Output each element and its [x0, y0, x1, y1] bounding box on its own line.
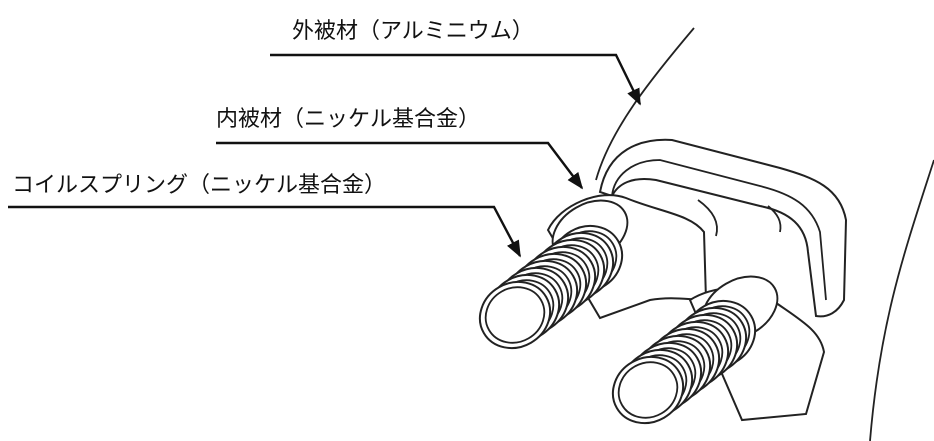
- label-inner-sheath: 内被材（ニッケル基合金）: [216, 107, 480, 132]
- coil-turn: [611, 355, 685, 425]
- leader-inner-sheath: [216, 141, 584, 190]
- label-outer-sheath: 外被材（アルミニウム）: [292, 19, 534, 44]
- label-coil-spring: コイルスプリング（ニッケル基合金）: [12, 173, 386, 198]
- inner-sheath: [598, 138, 848, 318]
- leader-outer-sheath: [270, 53, 642, 106]
- coil-turn-inner: [617, 361, 679, 419]
- leader-coil-spring: [8, 205, 522, 258]
- coil-spring-right: [611, 299, 757, 425]
- coil-turn-inner: [484, 286, 546, 344]
- coil-spring-left: [478, 224, 624, 350]
- coil-turn: [478, 280, 552, 350]
